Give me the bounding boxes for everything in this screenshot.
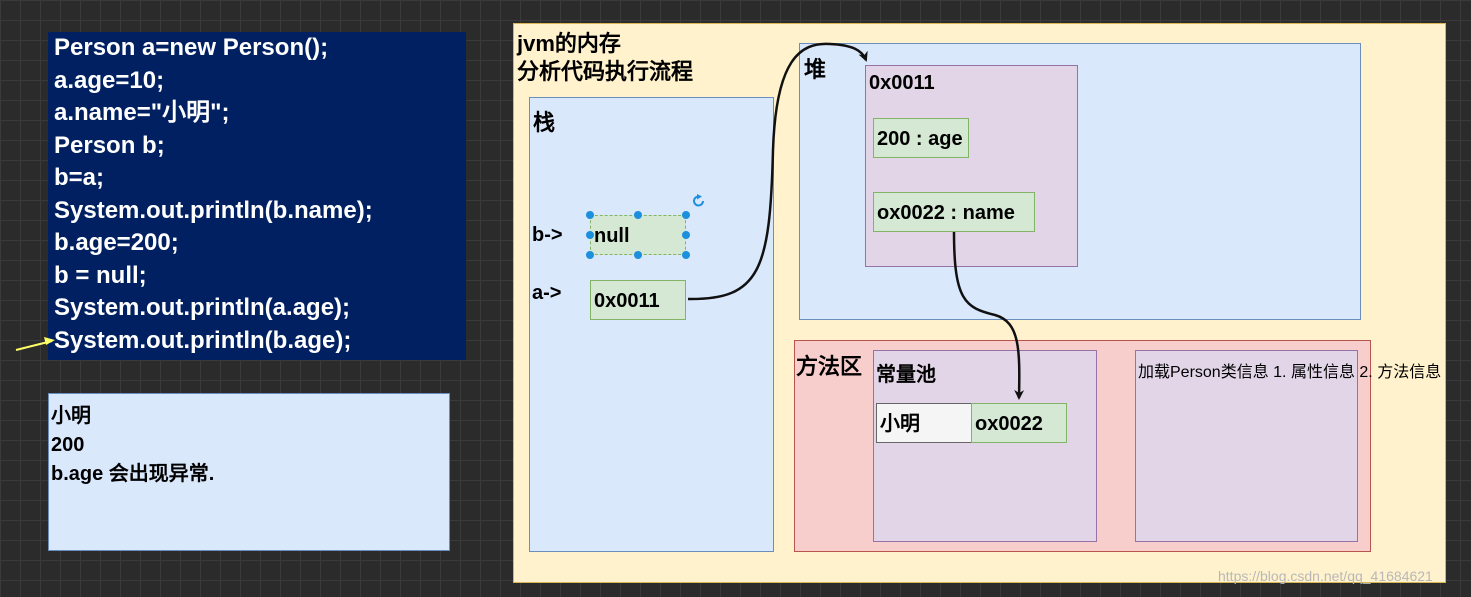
name-field-cell[interactable]: ox0022 : name — [873, 192, 1035, 232]
method-area-label: 方法区 — [796, 354, 863, 379]
code-line: a.name="小明"; — [54, 99, 230, 126]
jvm-title-line: jvm的内存 — [517, 31, 621, 56]
code-line: a.age=10; — [54, 66, 165, 94]
selection-handle[interactable] — [586, 211, 594, 219]
output-line: 小明 — [51, 405, 91, 427]
current-line-pointer-head — [44, 337, 55, 345]
selection-handle[interactable] — [634, 251, 642, 259]
object-address-label: 0x0011 — [869, 72, 935, 94]
selection-handle[interactable] — [682, 231, 690, 239]
person-object[interactable] — [865, 65, 1078, 267]
a-value-cell[interactable]: 0x0011 — [590, 280, 686, 320]
class-info-title: 加载Person类信息 — [1138, 364, 1269, 381]
code-panel: Person a=new Person(); a.age=10; a.name=… — [48, 32, 466, 360]
reference-arrow-name-to-string — [952, 231, 1025, 400]
b-variable-label: b-> — [532, 224, 563, 246]
code-line: System.out.println(a.age); — [54, 294, 351, 321]
jvm-title-line: 分析代码执行流程 — [517, 59, 694, 84]
selection-handle[interactable] — [682, 211, 690, 219]
stack-region[interactable] — [529, 97, 774, 552]
output-panel[interactable]: 小明 200 b.age 会出现异常. — [48, 393, 450, 551]
age-field-cell[interactable]: 200 : age — [873, 118, 969, 158]
code-line: System.out.println(b.age); — [54, 326, 352, 354]
class-info-item: 2. 方法信息 — [1359, 364, 1442, 381]
stack-label: 栈 — [533, 110, 556, 135]
code-line: b = null; — [54, 261, 147, 289]
class-info-item: 1. 属性信息 — [1273, 364, 1355, 381]
a-variable-label: a-> — [532, 282, 562, 304]
constant-pool-label: 常量池 — [876, 364, 936, 386]
class-info-box[interactable] — [1135, 350, 1358, 542]
class-info-content: 加载Person类信息 1. 属性信息 2. 方法信息 — [1138, 358, 1441, 382]
rotate-handle-icon[interactable] — [693, 194, 704, 207]
code-line: b.age=200; — [54, 229, 179, 256]
selection-handle[interactable] — [586, 251, 594, 259]
constant-pool[interactable] — [873, 350, 1097, 542]
selection-handle[interactable] — [682, 251, 690, 259]
selection-handle[interactable] — [634, 211, 642, 219]
selection-handle[interactable] — [586, 231, 594, 239]
watermark: https://blog.csdn.net/qq_41684621 — [1218, 568, 1433, 584]
reference-arrow-a-to-object — [687, 42, 868, 301]
output-line: 200 — [51, 434, 85, 456]
jvm-title: jvm的内存 分析代码执行流程 — [517, 30, 693, 86]
code-line: Person a=new Person(); — [54, 34, 329, 61]
output-line: b.age 会出现异常. — [51, 463, 215, 485]
code-line: Person b; — [54, 131, 165, 159]
heap-label: 堆 — [804, 57, 827, 82]
code-line: System.out.println(b.name); — [54, 196, 373, 224]
string-value-cell[interactable]: 小明 — [876, 403, 972, 443]
code-line: b=a; — [54, 164, 105, 191]
string-address-cell[interactable]: ox0022 — [971, 403, 1067, 443]
